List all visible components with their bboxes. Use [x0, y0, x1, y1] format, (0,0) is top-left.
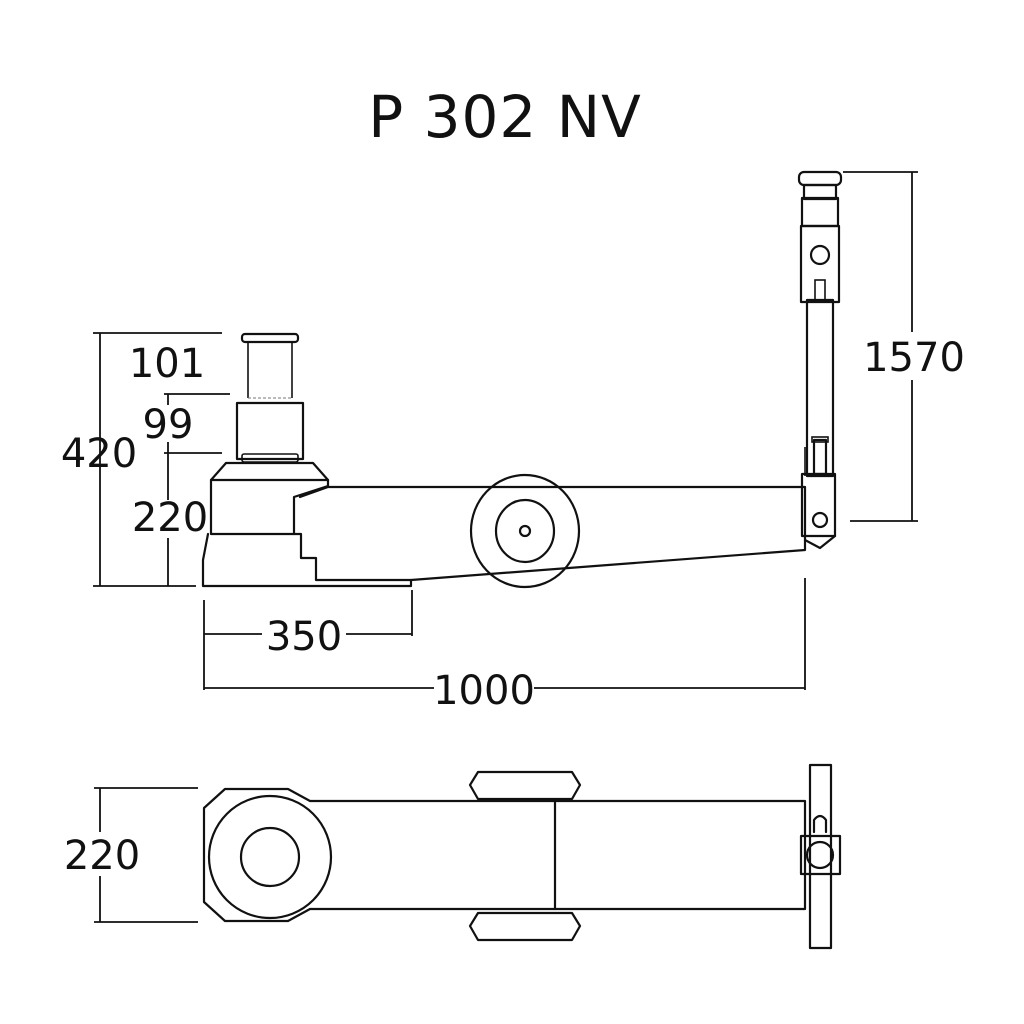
- side-view: 101 99 420 220 350 1000 1570: [61, 170, 965, 714]
- dim-base-height: 220: [132, 495, 208, 541]
- dim-overall-length: 1000: [433, 668, 535, 714]
- handle: [797, 170, 843, 550]
- handle-height-dimension: [843, 171, 918, 522]
- top-wheel-upper: [468, 770, 582, 801]
- dim-cap-height: 101: [129, 341, 205, 387]
- dim-total-height: 420: [61, 431, 137, 477]
- main-beam: [298, 485, 807, 582]
- dim-base-length: 350: [266, 614, 342, 660]
- width-dimension: [94, 787, 198, 923]
- top-ram: [239, 826, 301, 888]
- overall-length-dimension: [204, 578, 806, 690]
- top-view: 220: [64, 763, 842, 950]
- top-wheel-lower: [468, 911, 582, 942]
- saddle-cap: [240, 332, 300, 399]
- top-handle: [799, 763, 842, 950]
- top-body: [202, 787, 807, 923]
- dim-top-width: 220: [64, 833, 140, 879]
- cylinder-housing: [201, 461, 413, 588]
- top-cylinder: [207, 794, 333, 920]
- dim-extension-height: 99: [143, 402, 194, 448]
- side-wheel: [469, 473, 581, 589]
- dim-handle-height: 1570: [863, 335, 965, 381]
- drawing-title: P 302 NV: [368, 83, 642, 151]
- base-length-dimension: [203, 590, 413, 690]
- ram-extension: [235, 401, 305, 463]
- vertical-dimensions: [93, 332, 230, 587]
